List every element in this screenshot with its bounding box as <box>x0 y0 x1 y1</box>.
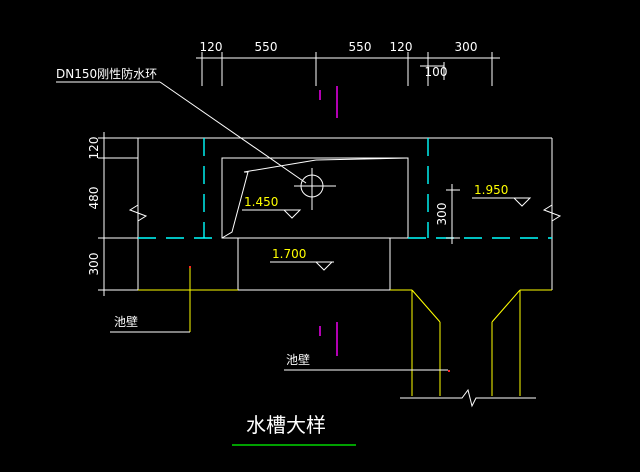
wall-right-text: 池壁 <box>286 352 310 367</box>
marker-dots <box>189 266 450 372</box>
dim-inner: 300 <box>435 203 449 226</box>
elevation-value-2: 1.700 <box>272 247 306 261</box>
pipe-ring <box>294 168 336 210</box>
elevation-value-3: 1.950 <box>474 183 508 197</box>
elevation-value-1: 1.450 <box>244 195 278 209</box>
wall-label-left: 池壁 <box>110 314 190 333</box>
tank-outline <box>128 137 562 291</box>
elevation-mark-3: 1.950 <box>472 183 532 207</box>
drawing-title: 水槽大样 <box>246 413 326 437</box>
elevation-mark-1: 1.450 <box>242 195 302 219</box>
dim-left-1: 120 <box>87 137 101 160</box>
dim-top-4: 120 <box>390 40 413 54</box>
wall-label-right: 池壁 <box>284 352 448 371</box>
pipe-label: DN150刚性防水环 <box>56 66 157 81</box>
inner-dimension <box>446 184 460 244</box>
bottom-break <box>400 388 536 408</box>
dim-left-3: 300 <box>87 253 101 276</box>
dim-top-2: 550 <box>255 40 278 54</box>
water-lines <box>138 138 552 239</box>
dim-top-1: 120 <box>200 40 223 54</box>
wall-lines <box>138 268 552 396</box>
elevation-mark-2: 1.700 <box>270 247 334 271</box>
top-dimension-chain <box>196 52 500 86</box>
section-markers <box>319 86 338 356</box>
wall-left-text: 池壁 <box>114 314 138 329</box>
dim-top-small: 100 <box>425 65 448 79</box>
dim-top-3: 550 <box>349 40 372 54</box>
left-dimension-chain <box>98 132 138 296</box>
dim-top-5: 300 <box>455 40 478 54</box>
pipe-leader <box>56 81 307 184</box>
dim-left-2: 480 <box>87 187 101 210</box>
